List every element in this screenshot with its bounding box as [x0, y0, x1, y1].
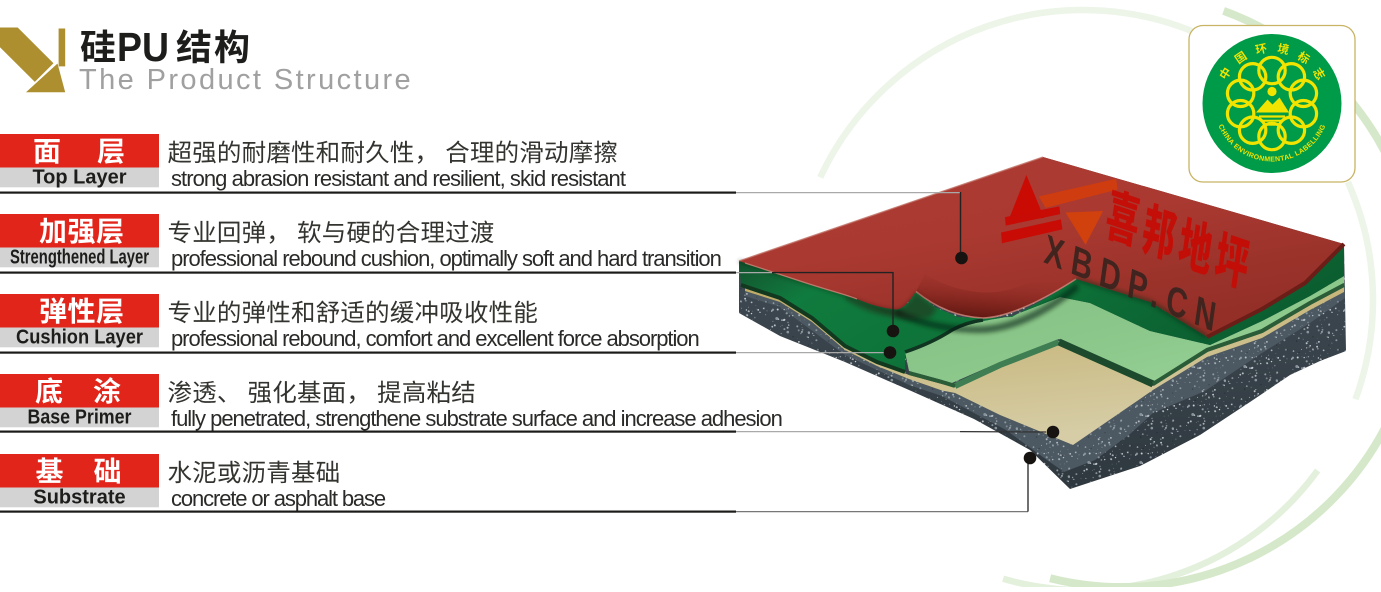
svg-text:fully penetrated, strengthene: fully penetrated, strengthene substrate …	[171, 406, 782, 431]
svg-text:Cushion Layer: Cushion Layer	[16, 326, 143, 348]
svg-text:The Product Structure: The Product Structure	[79, 64, 413, 96]
svg-text:concrete or asphalt base: concrete or asphalt base	[171, 486, 386, 511]
svg-text:Strengthened Layer: Strengthened Layer	[10, 246, 149, 268]
svg-text:professional rebound, comfort: professional rebound, comfort and excell…	[171, 326, 699, 351]
svg-text:Base Primer: Base Primer	[28, 406, 132, 428]
svg-text:professional rebound cushion,: professional rebound cushion, optimally …	[171, 246, 721, 271]
svg-text:Substrate: Substrate	[33, 486, 125, 508]
svg-text:Top Layer: Top Layer	[32, 166, 126, 188]
svg-text:strong abrasion resistant and: strong abrasion resistant and resilient,…	[171, 166, 626, 191]
